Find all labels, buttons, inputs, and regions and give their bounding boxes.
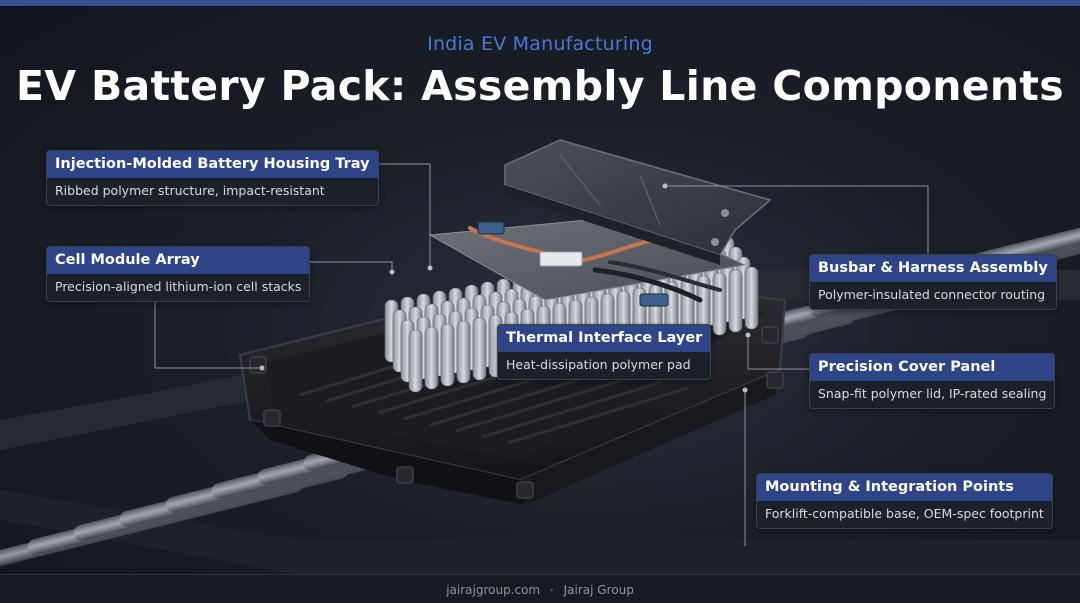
callout-description: Polymer-insulated connector routing <box>818 287 1046 302</box>
footer-company: Jairaj Group <box>563 583 634 597</box>
precision-cover-panel <box>504 139 772 265</box>
callout-title: Injection-Molded Battery Housing Tray <box>47 151 378 178</box>
callout-title: Mounting & Integration Points <box>757 474 1052 501</box>
callout-description: Forklift-compatible base, OEM-spec footp… <box>765 506 1044 521</box>
callout-description: Ribbed polymer structure, impact-resista… <box>55 183 325 198</box>
callout-description: Snap-fit polymer lid, IP-rated sealing <box>818 386 1047 401</box>
footer: jairajgroup.com · Jairaj Group <box>0 574 1080 603</box>
busbar-harness <box>468 221 722 307</box>
top-accent-bar <box>0 0 1080 6</box>
callout-busbar-harness: Busbar & Harness Assembly Polymer-insula… <box>809 254 1057 310</box>
callout-thermal-layer: Thermal Interface Layer Heat-dissipation… <box>497 324 712 380</box>
callout-title: Precision Cover Panel <box>810 354 1055 381</box>
page-title: EV Battery Pack: Assembly Line Component… <box>16 62 1064 110</box>
callout-title: Cell Module Array <box>47 247 310 274</box>
callout-housing-tray: Injection-Molded Battery Housing Tray Ri… <box>46 150 379 206</box>
callout-description: Precision-aligned lithium-ion cell stack… <box>55 279 302 294</box>
footer-text: jairajgroup.com · Jairaj Group <box>0 583 1080 597</box>
footer-site-link[interactable]: jairajgroup.com <box>446 583 541 597</box>
callout-description: Heat-dissipation polymer pad <box>506 357 691 372</box>
callout-title: Thermal Interface Layer <box>498 325 711 352</box>
callout-cover-panel: Precision Cover Panel Snap-fit polymer l… <box>809 353 1056 409</box>
section-subtitle: India EV Manufacturing <box>427 33 653 55</box>
footer-separator: · <box>549 583 554 597</box>
callout-mounting-points: Mounting & Integration Points Forklift-c… <box>756 473 1053 529</box>
callout-cell-module: Cell Module Array Precision-aligned lith… <box>46 246 311 302</box>
callout-title: Busbar & Harness Assembly <box>810 255 1056 282</box>
